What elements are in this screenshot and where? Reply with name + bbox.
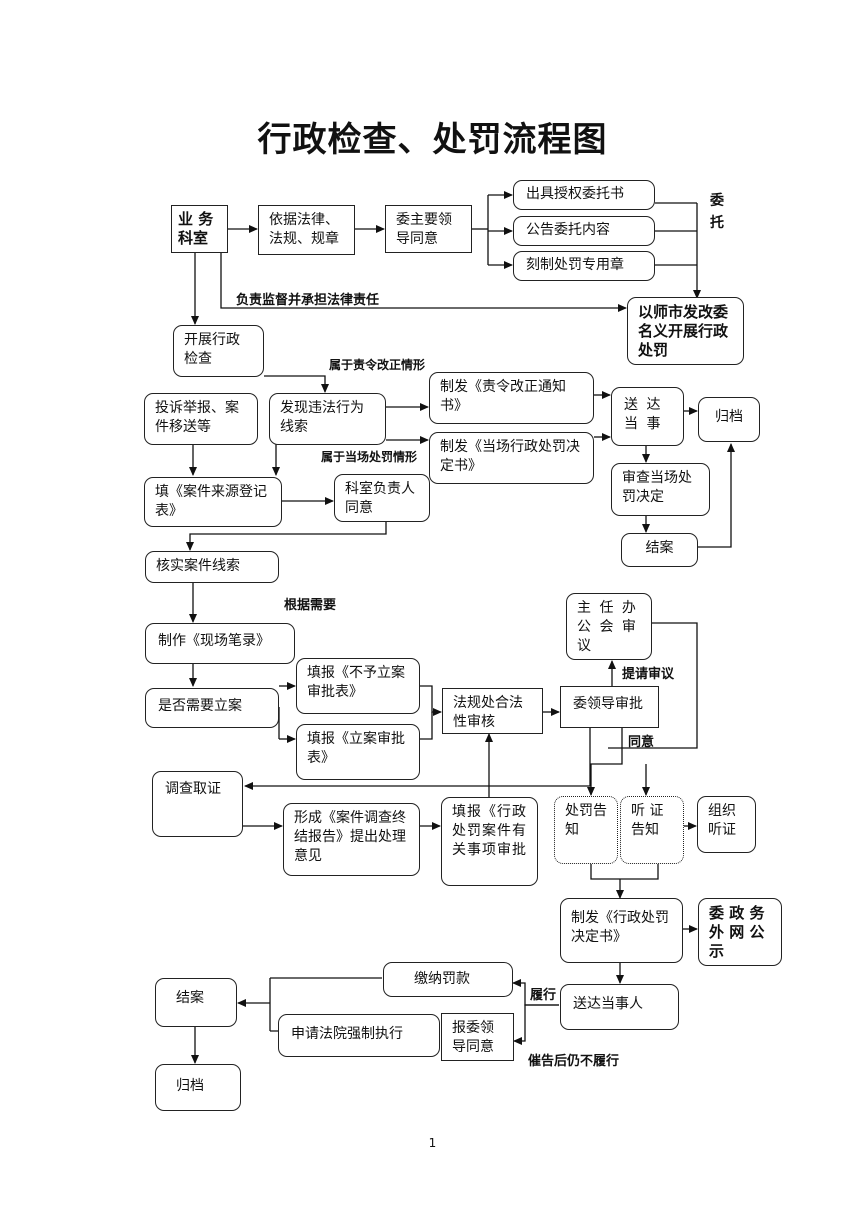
- complaint-box: 投诉举报、案件移送等: [144, 393, 258, 445]
- penalty-approval-form-box: 填报《行政处罚案件有关事项审批: [441, 797, 538, 886]
- verify-clue-box: 核实案件线索: [145, 551, 279, 583]
- close-case-box-1: 结案: [621, 533, 698, 567]
- report-leader-box: 报委领导同意: [441, 1013, 514, 1061]
- review-onsite-box: 审查当场处罚决定: [611, 463, 710, 516]
- page-title: 行政检查、处罚流程图: [257, 120, 608, 160]
- organize-hearing-box: 组织听证: [697, 796, 756, 853]
- archive-box-1: 归档: [698, 397, 760, 442]
- agree-label: 同意: [628, 735, 655, 750]
- hearing-notice-box: 听 证 告知: [620, 796, 684, 864]
- onsite-record-box: 制作《现场笔录》: [145, 623, 295, 664]
- public-notice-box: 委 政 务 外 网 公 示: [698, 898, 782, 966]
- department-box: 业 务 科室: [171, 205, 228, 253]
- close-case-box-2: 结案: [155, 978, 237, 1027]
- no-filing-form-box: 填报《不予立案审批表》: [296, 658, 420, 714]
- investigation-box: 调查取证: [152, 771, 243, 837]
- section-head-box: 科室负责人同意: [334, 474, 430, 522]
- archive-box-2: 归档: [155, 1064, 241, 1111]
- commission-name-box: 以师市发改委名义开展行政处罚: [627, 297, 744, 365]
- penalty-decision-box: 制发《行政处罚决定书》: [560, 898, 683, 963]
- leader-approval-box: 委领导审批: [560, 686, 659, 728]
- leader-consent-box: 委主要领导同意: [385, 205, 472, 253]
- serve-party-box: 送 达 当 事: [611, 387, 684, 446]
- penalty-notice-box: 处罚告知: [554, 796, 618, 864]
- rectify-case-label: 属于责令改正情形: [329, 358, 426, 372]
- court-enforcement-box: 申请法院强制执行: [278, 1014, 440, 1057]
- pay-fine-box: 缴纳罚款: [383, 962, 513, 997]
- fulfilled-label: 履行: [530, 988, 557, 1003]
- file-case-decision-box: 是否需要立案: [145, 688, 279, 728]
- seal-box: 刻制处罚专用章: [513, 251, 655, 281]
- announcement-box: 公告委托内容: [513, 216, 655, 246]
- investigation-report-box: 形成《案件调查终结报告》提出处理意见: [283, 803, 420, 876]
- entrust-label: 委托: [710, 193, 724, 231]
- case-source-box: 填《案件来源登记表》: [144, 477, 282, 527]
- onsite-penalty-box: 制发《当场行政处罚决定书》: [429, 432, 594, 484]
- onsite-case-label: 属于当场处罚情形: [321, 450, 418, 464]
- non-compliance-label: 催告后仍不履行: [528, 1054, 620, 1069]
- legal-review-box: 法规处合法性审核: [442, 688, 543, 734]
- serve-party-box-2: 送达当事人: [560, 984, 679, 1030]
- filing-form-box: 填报《立案审批表》: [296, 724, 420, 780]
- as-needed-label: 根据需要: [284, 598, 337, 613]
- violation-clue-box: 发现违法行为线索: [269, 393, 386, 445]
- legal-basis-box: 依据法律、法规、规章: [258, 205, 355, 255]
- submit-review-label: 提请审议: [622, 667, 675, 682]
- authorization-letter-box: 出具授权委托书: [513, 180, 655, 210]
- director-meeting-box: 主 任 办 公 会 审 议: [566, 593, 652, 660]
- start-inspection-box: 开展行政检查: [173, 325, 264, 377]
- page-number: 1: [428, 1136, 437, 1150]
- rectify-notice-box: 制发《责令改正通知书》: [429, 372, 594, 424]
- supervision-label: 负责监督并承担法律责任: [236, 293, 380, 308]
